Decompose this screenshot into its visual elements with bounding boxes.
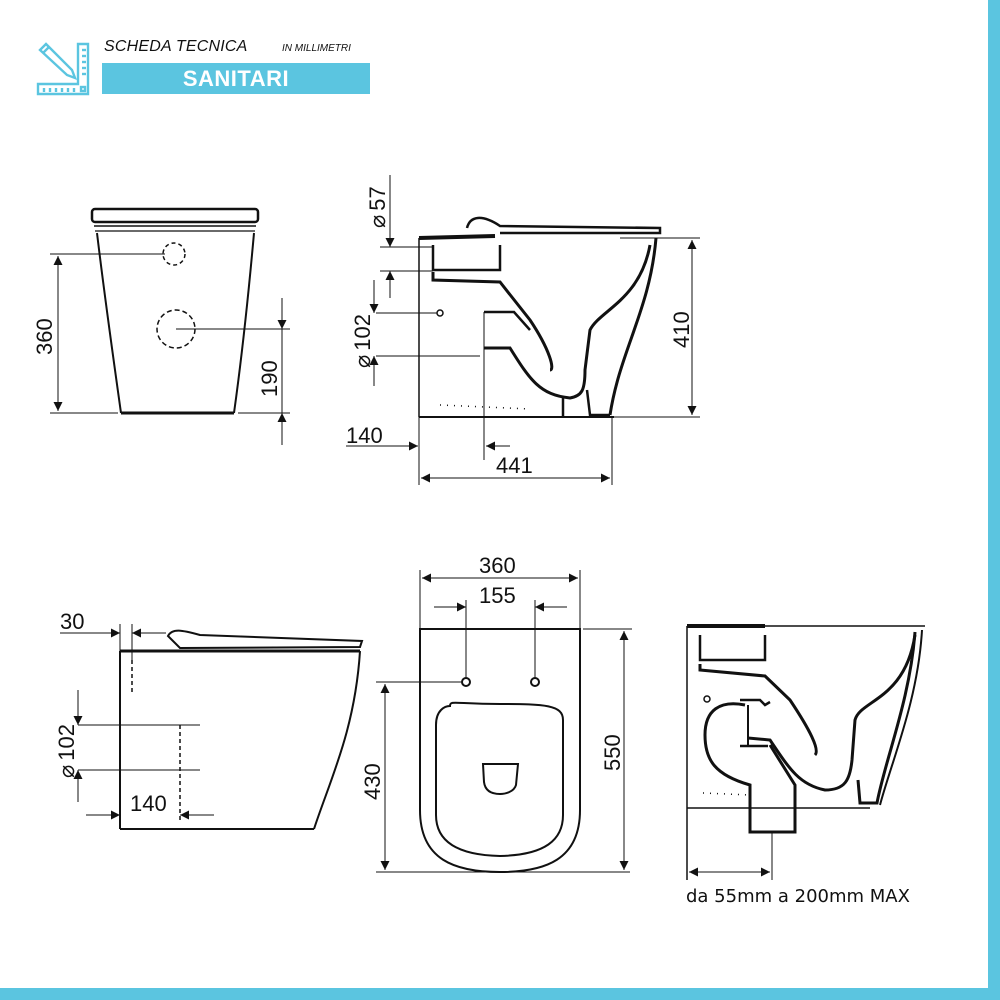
dim-top-hinge-to-front: 430 xyxy=(360,763,385,800)
dim-front-drain-height: 190 xyxy=(257,360,282,397)
frame-bottom-border xyxy=(0,988,1000,1000)
side-section-view xyxy=(346,175,700,485)
dim-side-depth: 441 xyxy=(496,453,533,478)
front-view xyxy=(50,207,290,445)
category-banner: SANITARI xyxy=(102,63,370,94)
dim-top-hinge-spacing: 155 xyxy=(479,583,516,608)
header-subtitle: IN MILLIMETRI xyxy=(282,43,351,54)
frame-right-border xyxy=(988,0,1000,1000)
side-exterior-view xyxy=(60,624,364,830)
dim-top-width: 360 xyxy=(479,553,516,578)
trap-offset-note: da 55mm a 200mm MAX xyxy=(686,886,910,907)
dim-side-outlet-diameter: ⌀102 xyxy=(350,314,375,368)
header-title: SCHEDA TECNICA xyxy=(104,38,248,55)
top-view xyxy=(376,570,632,874)
banner-label: SANITARI xyxy=(182,65,290,91)
dim-top-length: 550 xyxy=(600,734,625,771)
dim-ext-outlet-distance: 140 xyxy=(130,791,167,816)
dim-side-outlet-distance: 140 xyxy=(346,423,383,448)
dim-side-inlet-diameter: ⌀57 xyxy=(365,186,390,228)
dim-ext-seat-offset: 30 xyxy=(60,609,84,634)
pencil-ruler-icon xyxy=(36,42,90,96)
dim-front-height: 360 xyxy=(32,318,57,355)
dim-side-height: 410 xyxy=(669,311,694,348)
s-trap-section-view xyxy=(686,624,925,880)
dim-ext-outlet-diameter: ⌀102 xyxy=(54,724,79,778)
